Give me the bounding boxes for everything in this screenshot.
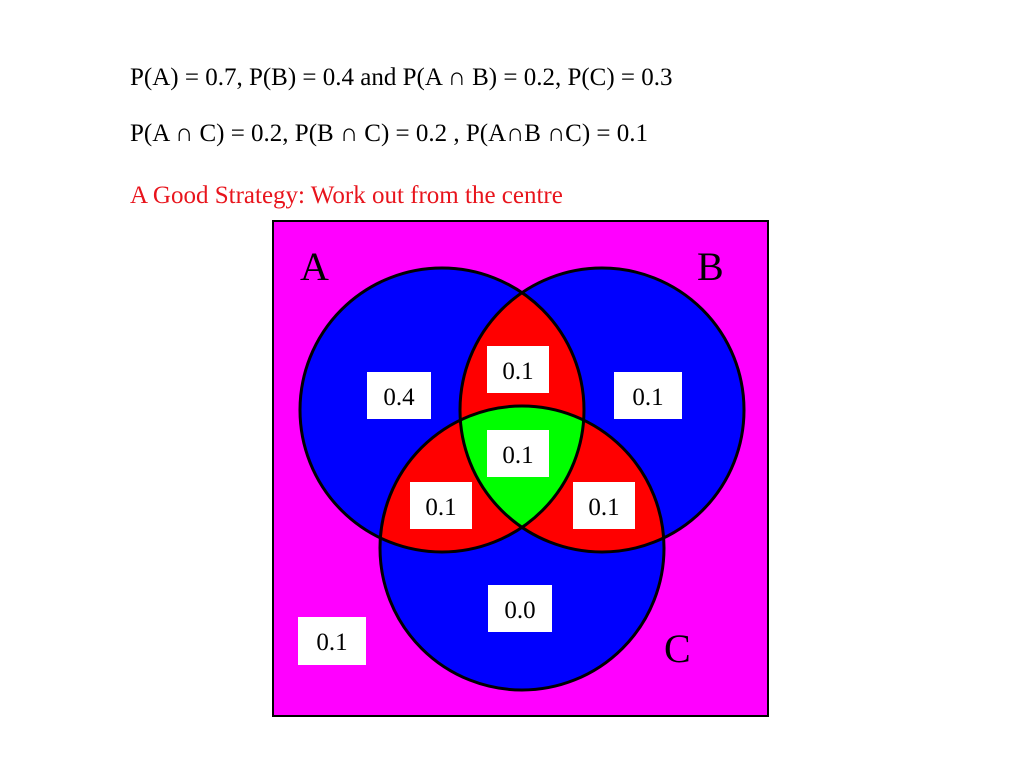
value-a-only: 0.4	[383, 384, 415, 411]
value-bc-only: 0.1	[588, 494, 619, 521]
value-b-only: 0.1	[632, 384, 663, 411]
set-label-c: C	[664, 626, 691, 671]
value-box-c-only: 0.0	[488, 585, 552, 632]
given-probabilities-line-1: P(A) = 0.7, P(B) = 0.4 and P(A ∩ B) = 0.…	[130, 64, 673, 91]
value-box-ac-only: 0.1	[410, 482, 472, 529]
value-ab-only: 0.1	[502, 358, 533, 385]
value-box-ab-only: 0.1	[487, 346, 549, 393]
circle-b-outline	[458, 266, 746, 554]
circle-a-outline	[298, 266, 586, 554]
strategy-note: A Good Strategy: Work out from the centr…	[130, 182, 563, 209]
value-box-abc: 0.1	[487, 430, 549, 477]
value-box-a-only: 0.4	[367, 372, 431, 419]
value-ac-only: 0.1	[425, 494, 456, 521]
set-label-b: B	[697, 244, 724, 289]
value-box-outside: 0.1	[298, 617, 366, 665]
circle-c-outline	[378, 404, 666, 692]
given-probabilities-line-2: P(A ∩ C) = 0.2, P(B ∩ C) = 0.2 , P(A∩B ∩…	[130, 120, 649, 147]
value-outside: 0.1	[316, 629, 347, 656]
value-box-bc-only: 0.1	[573, 482, 635, 529]
value-box-b-only: 0.1	[614, 372, 682, 419]
set-label-a: A	[300, 244, 329, 289]
value-c-only: 0.0	[504, 597, 535, 624]
value-abc: 0.1	[502, 442, 533, 469]
